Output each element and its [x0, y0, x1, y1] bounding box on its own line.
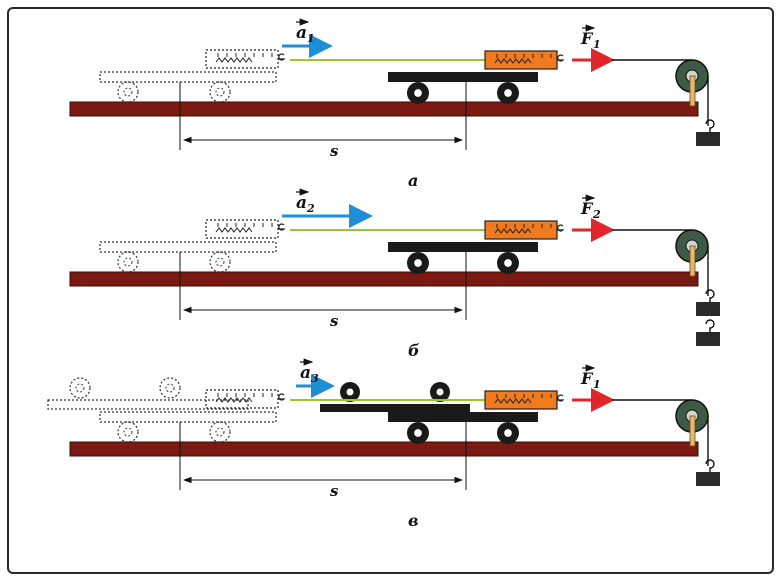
weight-hook — [705, 319, 715, 332]
wheel-hub — [414, 89, 422, 97]
hook — [278, 393, 286, 401]
dynamometer — [484, 50, 565, 70]
ghost-wheel-hub — [123, 87, 133, 97]
ghost-wheel-hub — [215, 257, 225, 267]
ghost-dynamometer — [205, 219, 286, 239]
cart-body — [388, 72, 538, 82]
top-board — [320, 404, 470, 412]
force-subscript: 1 — [593, 38, 601, 51]
ghost-wheel — [209, 421, 231, 443]
ghost-cart-body — [99, 411, 277, 423]
distance-label: s — [330, 482, 339, 500]
hanging-weight — [696, 132, 720, 146]
ghost-wheel-hub — [215, 87, 225, 97]
wheel-hub — [414, 259, 422, 267]
hook — [278, 53, 286, 61]
spring — [494, 228, 532, 234]
weight-hook — [705, 459, 715, 472]
cart-body — [388, 242, 538, 252]
wheel-hub — [504, 89, 512, 97]
acceleration-label: a — [296, 23, 307, 43]
ghost-wheel-hub — [215, 427, 225, 437]
spring — [215, 397, 253, 403]
track — [69, 101, 699, 117]
pulley-mount — [689, 75, 696, 107]
acceleration-subscript: 3 — [311, 372, 319, 385]
ghost-top-board — [47, 399, 249, 410]
ghost-wheel — [117, 251, 139, 273]
distance-label: s — [330, 312, 339, 330]
cart-body — [388, 412, 538, 422]
panel-label: а — [408, 171, 418, 190]
ghost-wheel — [209, 81, 231, 103]
spring — [494, 398, 532, 404]
pulley-mount — [689, 245, 696, 277]
ghost-wheel — [209, 251, 231, 273]
hook — [278, 223, 286, 231]
ghost-wheel — [69, 377, 91, 399]
spring — [494, 58, 532, 64]
hanging-weight — [696, 472, 720, 486]
acceleration-label: a — [300, 363, 311, 383]
ghost-cart-body — [99, 71, 277, 83]
hanging-weight — [696, 302, 720, 316]
distance-label: s — [330, 142, 339, 160]
ghost-wheel-hub — [75, 383, 85, 393]
acceleration-label: a — [296, 193, 307, 213]
ghost-wheel-hub — [123, 427, 133, 437]
force-label: F — [580, 369, 594, 388]
ghost-wheel — [117, 81, 139, 103]
wheel-hub — [436, 388, 444, 396]
ghost-wheel-hub — [123, 257, 133, 267]
wheel-hub — [504, 429, 512, 437]
hook — [557, 224, 565, 232]
track — [69, 441, 699, 457]
wheel-hub — [346, 388, 354, 396]
dynamometer — [484, 390, 565, 410]
dynamometer — [484, 220, 565, 240]
ghost-cart-body — [99, 241, 277, 253]
hook — [557, 54, 565, 62]
spring — [215, 57, 253, 63]
hanging-weight — [696, 332, 720, 346]
ghost-wheel-hub — [165, 383, 175, 393]
pulley-mount — [689, 415, 696, 447]
ghost-dynamometer — [205, 49, 286, 69]
ghost-wheel — [117, 421, 139, 443]
weight-hook — [705, 119, 715, 132]
acceleration-subscript: 2 — [306, 202, 315, 215]
wheel-hub — [414, 429, 422, 437]
force-subscript: 2 — [592, 208, 601, 221]
track — [69, 271, 699, 287]
force-label: F — [580, 29, 594, 48]
panel-label: в — [408, 511, 419, 530]
ghost-wheel — [159, 377, 181, 399]
ghost-dynamometer — [205, 389, 286, 409]
force-label: F — [580, 199, 594, 218]
force-subscript: 1 — [593, 378, 601, 391]
wheel-hub — [504, 259, 512, 267]
spring — [215, 227, 253, 233]
acceleration-subscript: 1 — [307, 32, 315, 45]
weight-hook — [705, 289, 715, 302]
panel-label: б — [408, 341, 420, 360]
hook — [557, 394, 565, 402]
